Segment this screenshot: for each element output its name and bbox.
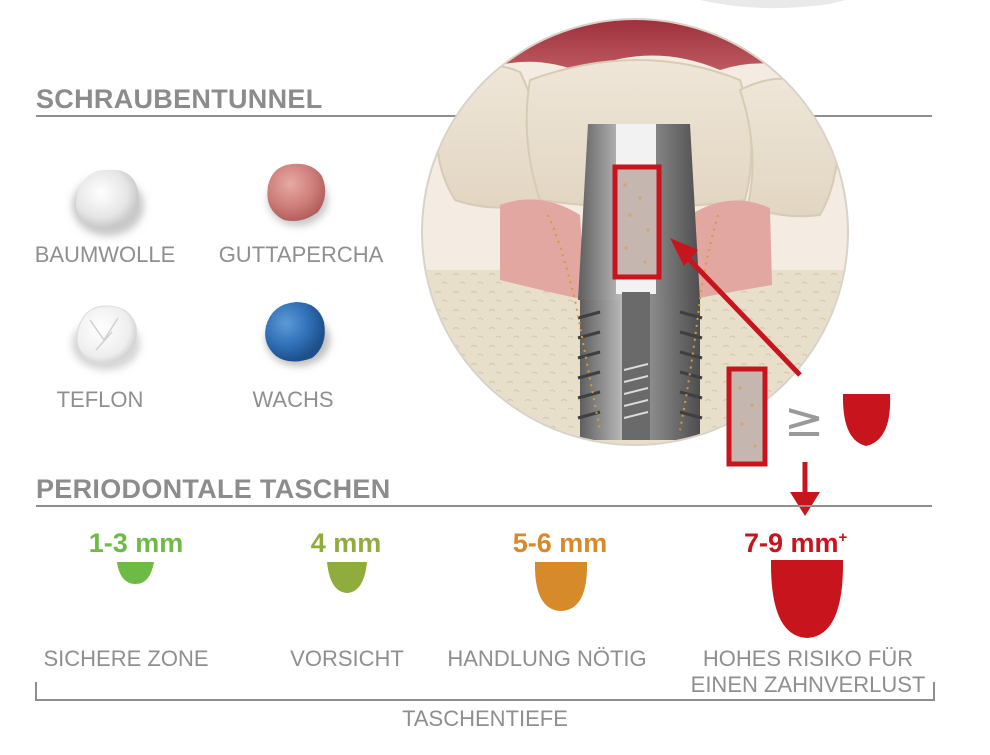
pocket-shape-safe <box>117 562 154 584</box>
pocket-shape-caution <box>327 562 367 593</box>
cotton-icon <box>72 169 144 236</box>
wax-icon <box>265 302 330 366</box>
pocket-shape-risk <box>770 560 844 638</box>
depth-risk: 7-9 mm+ <box>744 528 847 559</box>
level-label-action: HANDLUNG NÖTIG <box>447 646 647 671</box>
level-label-safe: SICHERE ZONE <box>43 646 209 671</box>
tunnel-sample-icon <box>726 366 768 467</box>
material-label-teflon: TEFLON <box>56 387 144 412</box>
material-label-cotton: BAUMWOLLE <box>34 242 176 267</box>
risk-drop-icon <box>842 394 891 446</box>
depth-risk-value: 7-9 mm <box>744 528 839 558</box>
screw-tunnel-heading: SCHRAUBENTUNNEL <box>36 84 323 114</box>
level-label-risk: HOHES RISIKO FÜR EINEN ZAHNVERLUST <box>672 646 944 698</box>
material-label-wax: WACHS <box>252 387 334 412</box>
level-label-risk-line2: EINEN ZAHNVERLUST <box>690 672 926 697</box>
level-label-caution: VORSICHT <box>290 646 404 671</box>
depth-safe: 1-3 mm <box>88 528 184 558</box>
material-label-gutta-percha: GUTTAPERCHA <box>218 242 384 267</box>
depth-caution: 4 mm <box>310 528 382 558</box>
axis-label-pocket-depth: TASCHENTIEFE <box>402 706 568 731</box>
pockets-divider <box>36 505 932 507</box>
pockets-heading: PERIODONTALE TASCHEN <box>36 474 391 504</box>
depth-action: 5-6 mm <box>512 528 608 558</box>
pointer-arrow <box>682 252 802 377</box>
gutta-percha-icon <box>267 163 328 226</box>
greater-equal-symbol: ≥ <box>784 392 825 448</box>
level-label-risk-line1: HOHES RISIKO FÜR <box>702 646 914 671</box>
depth-risk-plus: + <box>838 529 848 546</box>
pocket-shape-action <box>534 562 588 611</box>
teflon-icon <box>72 305 140 370</box>
